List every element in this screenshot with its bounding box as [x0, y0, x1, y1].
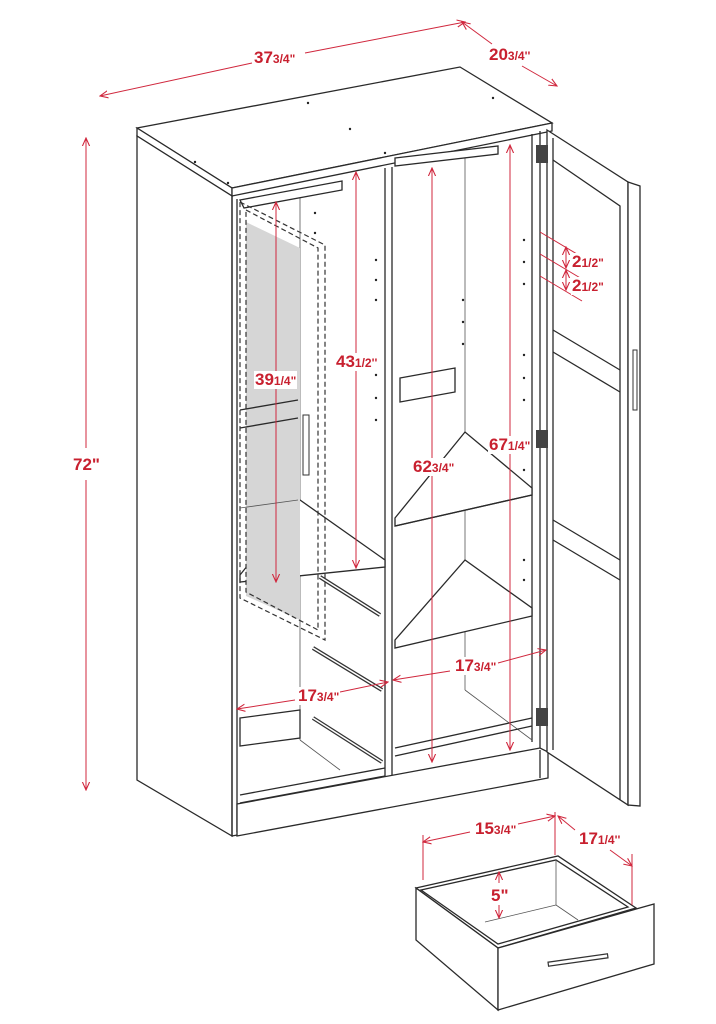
right-shelf-height-whole: 62: [413, 457, 432, 476]
left-compartment-height-label: 391/4": [254, 370, 298, 389]
right-shelf-height-frac: 3/4": [431, 461, 455, 475]
drawer-height-label: 5": [490, 887, 510, 905]
drawer-slides: [311, 575, 384, 764]
left-interior-width-whole: 17: [298, 686, 317, 705]
overall-width-frac: 3/4": [272, 52, 296, 66]
left-upper-height-whole: 43: [336, 352, 355, 371]
drawer-depth-label: 171/4'': [578, 829, 622, 848]
right-interior-height-whole: 67: [489, 435, 508, 454]
overall-width-whole: 37: [254, 48, 273, 67]
shelf-spacing-2-frac: 1/2": [581, 280, 604, 294]
overall-depth-label: 203/4'': [488, 45, 532, 64]
right-door: [536, 128, 641, 807]
left-compartment-height-frac: 1/4": [273, 374, 297, 388]
shelf-spacing-1-whole: 2: [572, 252, 582, 271]
right-interior-height-frac: 1/4": [507, 439, 531, 453]
shelf-spacing-2-label: 21/2": [571, 277, 605, 295]
cabinet-body: [135, 66, 554, 838]
right-interior-width-label: 173/4": [454, 656, 498, 675]
drawer-height-whole: 5": [491, 886, 509, 905]
drawer-width-whole: 15: [475, 819, 494, 838]
overall-depth-frac: 3/4'': [507, 49, 531, 63]
overall-height-label: 72": [72, 456, 101, 474]
drawer-width-label: 153/4": [474, 819, 518, 838]
left-compartment-height-whole: 39: [255, 370, 274, 389]
shelf-spacing-1-label: 21/2": [571, 253, 605, 271]
right-interior-width-frac: 3/4": [473, 660, 497, 674]
right-interior-width-whole: 17: [455, 656, 474, 675]
overall-height-whole: 72": [73, 455, 100, 474]
right-shelf-height-label: 623/4": [412, 457, 456, 476]
right-interior-height-label: 671/4": [488, 435, 532, 454]
left-upper-height-frac: 1/2'': [354, 356, 378, 370]
left-interior-width-frac: 3/4": [316, 690, 340, 704]
drawer: [414, 855, 655, 1012]
drawer-depth-whole: 17: [579, 829, 598, 848]
shelf-spacing-2-whole: 2: [572, 276, 582, 295]
overall-depth-whole: 20: [489, 45, 508, 64]
left-interior-width-label: 173/4": [297, 686, 341, 705]
left-upper-height-label: 431/2'': [335, 352, 379, 371]
drawer-depth-frac: 1/4'': [597, 833, 621, 847]
drawer-width-frac: 3/4": [493, 823, 517, 837]
overall-width-label: 373/4": [253, 48, 297, 67]
shelf-spacing-1-frac: 1/2": [581, 256, 604, 270]
